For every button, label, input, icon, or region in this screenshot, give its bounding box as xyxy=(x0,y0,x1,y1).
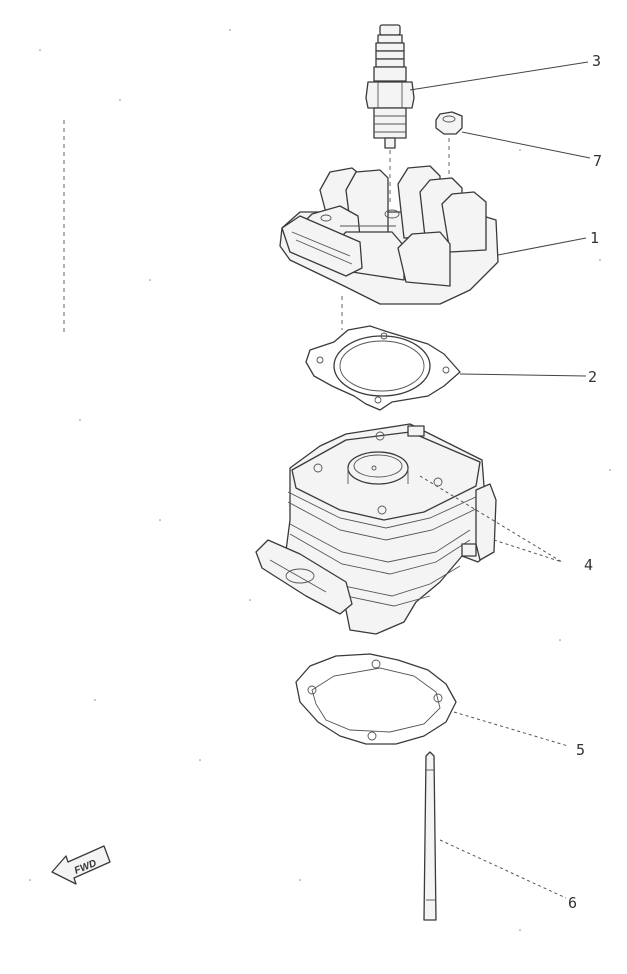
callout-3: 3 xyxy=(592,52,601,70)
spark-plug xyxy=(365,24,415,149)
stud-bolt xyxy=(423,751,437,921)
forward-direction-marker: FWD xyxy=(51,845,111,885)
head-gasket xyxy=(305,325,461,411)
leader-lines xyxy=(409,61,591,899)
scan-noise xyxy=(29,29,611,931)
cylinder-head-nut xyxy=(435,111,463,135)
callout-5: 5 xyxy=(576,741,585,759)
callout-2: 2 xyxy=(588,368,597,386)
cylinder-head xyxy=(279,165,499,305)
cylinder xyxy=(255,423,497,635)
callout-4: 4 xyxy=(584,556,593,574)
base-gasket xyxy=(295,653,457,745)
callout-6: 6 xyxy=(568,894,577,912)
callout-1: 1 xyxy=(590,229,599,247)
callout-7: 7 xyxy=(593,152,602,170)
